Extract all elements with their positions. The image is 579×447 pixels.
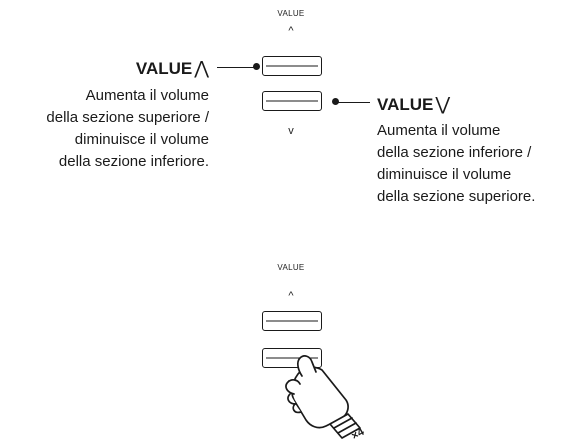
- callout-down-line-3: diminuisce il volume: [377, 166, 512, 183]
- pointing-hand-icon: ×4: [285, 355, 367, 443]
- bottom-panel-label: VALUE: [277, 263, 305, 272]
- connector-dot-icon: [332, 98, 339, 105]
- callout-up-line-4: della sezione inferiore.: [58, 153, 209, 170]
- top-panel-label: VALUE: [277, 9, 305, 18]
- top-down-caret: v: [288, 125, 294, 137]
- connector-dot-icon: [253, 63, 260, 70]
- callout-up-line-2: della sezione superiore /: [46, 109, 209, 126]
- callout-down-line-1: Aumenta il volume: [377, 122, 501, 139]
- callout-down-title-text: VALUE: [377, 95, 434, 114]
- bottom-up-caret: ^: [288, 290, 294, 302]
- bottom-value-up-button[interactable]: [262, 311, 322, 331]
- callout-down-description: Aumenta il volume della sezione inferior…: [377, 120, 535, 208]
- callout-up-title-text: VALUE: [135, 59, 193, 78]
- callout-up-line-3: diminuisce il volume: [74, 131, 209, 148]
- caret-down-icon: ⋁: [435, 94, 451, 114]
- top-up-caret: ^: [288, 25, 294, 37]
- callout-up-description: Aumenta il volume della sezione superior…: [46, 85, 209, 173]
- top-value-down-button[interactable]: [262, 91, 322, 111]
- callout-down-line-2: della sezione inferiore /: [377, 144, 532, 161]
- top-value-up-button[interactable]: [262, 56, 322, 76]
- callout-up-title: VALUE⋀: [136, 59, 209, 77]
- callout-down-connector: [336, 102, 370, 103]
- caret-up-icon: ⋀: [194, 58, 209, 78]
- callout-up-connector: [217, 67, 257, 68]
- callout-down-title: VALUE⋁: [377, 95, 450, 113]
- callout-down-line-4: della sezione superiore.: [377, 188, 536, 205]
- callout-up-line-1: Aumenta il volume: [85, 87, 209, 104]
